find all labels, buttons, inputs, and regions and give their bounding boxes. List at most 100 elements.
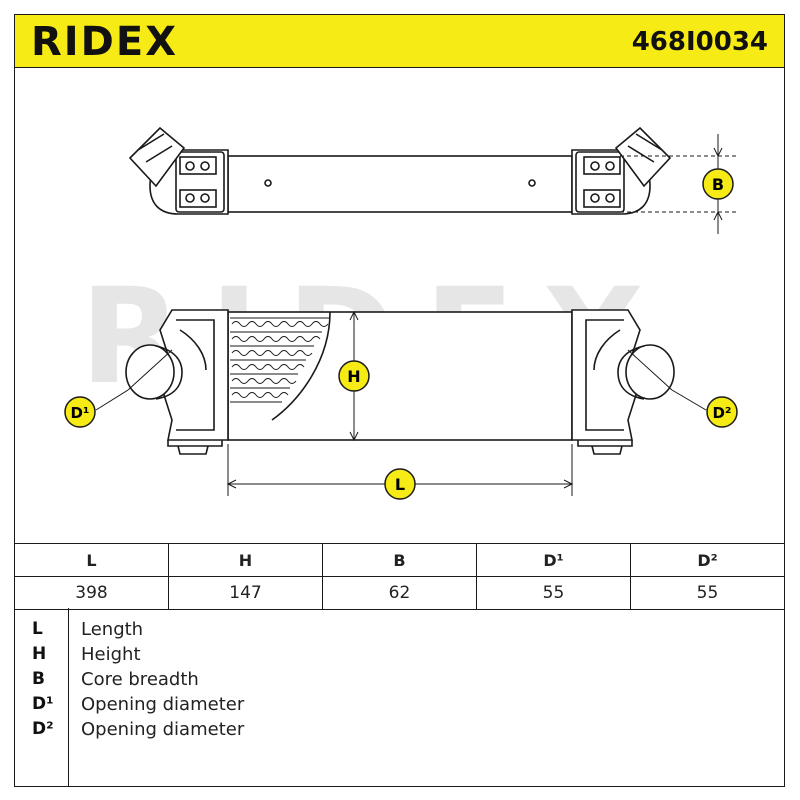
badge-h-label: H <box>347 367 360 386</box>
dimension-d1 <box>95 349 173 411</box>
front-right-tank-curve <box>593 329 621 371</box>
legend-item: B Core breadth <box>14 667 785 692</box>
table-row: 398 147 62 55 55 <box>14 576 785 610</box>
legend-key: L <box>32 619 43 639</box>
table-cell: 398 <box>14 576 169 610</box>
fin-wave-6 <box>231 392 289 398</box>
fin-wave-5 <box>231 378 297 384</box>
table-header: D² <box>630 543 785 577</box>
top-left-bolt-a <box>185 161 195 171</box>
legend-desc: Opening diameter <box>81 719 245 740</box>
drawing-frame <box>14 67 785 787</box>
legend-item: D¹ Opening diameter <box>14 692 785 717</box>
badge-b-label: B <box>712 175 724 194</box>
fin-wave-1 <box>231 321 329 327</box>
fin-wave-2 <box>231 336 321 342</box>
table-cell: 55 <box>476 576 631 610</box>
top-left-bolt-b <box>200 161 210 171</box>
table-header: H <box>168 543 323 577</box>
top-left-bracket <box>175 151 225 213</box>
fin-wave-3 <box>231 350 313 356</box>
top-right-bracket-slot-a <box>583 156 621 175</box>
top-view <box>128 126 672 215</box>
legend-item: L Length <box>14 617 785 642</box>
top-right-bolt-c <box>590 193 600 203</box>
top-right-pipe-rib <box>635 133 663 151</box>
top-core <box>227 155 573 213</box>
fin-lines <box>230 317 330 403</box>
legend-key: H <box>32 644 47 664</box>
top-left-bolt-d <box>200 193 210 203</box>
legend-desc: Length <box>81 619 144 640</box>
top-left-bracket-slot-a <box>179 156 217 175</box>
front-view <box>125 309 675 455</box>
dim-d1-diagonal <box>127 349 173 391</box>
front-right-pin <box>591 445 623 455</box>
top-left-pipe-rib <box>137 133 165 151</box>
dim-h-arrow-bottom <box>349 431 359 442</box>
table-header: B <box>322 543 477 577</box>
top-right-bracket-slot-b <box>583 189 621 208</box>
dimension-d2 <box>627 349 707 411</box>
badge-d2 <box>706 396 738 428</box>
part-number: 468I0034 <box>631 27 768 57</box>
table-header: D¹ <box>476 543 631 577</box>
table-header: L <box>14 543 169 577</box>
badge-l-label: L <box>395 475 405 494</box>
front-right-tank-inner <box>585 319 624 431</box>
table-cell: 147 <box>168 576 323 610</box>
dim-l-arrow-right <box>563 479 574 489</box>
mount-hole-right <box>528 179 536 187</box>
badge-l <box>384 468 416 500</box>
top-right-pipe-rib-2 <box>627 145 655 163</box>
front-right-outlet-collar <box>617 345 645 400</box>
legend-key: B <box>32 669 45 689</box>
dim-b-arrow-bottom <box>713 210 723 221</box>
brand-logo: RIDEX <box>31 19 179 65</box>
badge-d2-label: D² <box>712 404 731 422</box>
front-right-foot <box>577 440 633 447</box>
legend-divider <box>68 608 69 787</box>
cutaway-edge <box>271 311 331 421</box>
badge-d1-label: D¹ <box>70 404 89 422</box>
legend-desc: Opening diameter <box>81 694 245 715</box>
table-cell: 62 <box>322 576 477 610</box>
front-left-inlet <box>125 344 175 400</box>
dim-l-arrow-left <box>226 479 237 489</box>
dimensions-table: L H B D¹ D² 398 147 62 55 55 <box>14 543 785 610</box>
legend-desc: Core breadth <box>81 669 199 690</box>
dim-b-arrow-top <box>713 147 723 158</box>
front-left-inlet-collar <box>155 345 183 400</box>
top-left-bolt-c <box>185 193 195 203</box>
legend: L Length H Height B Core breadth D¹ Open… <box>14 608 785 787</box>
top-right-pipe <box>614 126 672 188</box>
badge-h <box>338 360 370 392</box>
front-left-foot <box>167 440 223 447</box>
top-right-bolt-d <box>605 193 615 203</box>
front-right-outlet <box>625 344 675 400</box>
intercooler-drawing: RIDEX <box>64 126 738 500</box>
legend-key: D¹ <box>32 694 54 714</box>
top-left-bracket-slot-b <box>179 189 217 208</box>
top-left-pipe <box>128 126 186 188</box>
top-right-bolt-b <box>605 161 615 171</box>
core-fins <box>230 311 331 421</box>
front-left-pin <box>177 445 209 455</box>
table-header-row: L H B D¹ D² <box>14 543 785 577</box>
badge-d1 <box>64 396 96 428</box>
dim-h-arrow-top <box>349 310 359 321</box>
badge-b <box>702 168 734 200</box>
dim-d1-leader <box>95 389 129 411</box>
dim-d2-leader <box>671 389 707 411</box>
top-right-bolt-a <box>590 161 600 171</box>
front-left-tank-inner <box>176 319 215 431</box>
legend-item: H Height <box>14 642 785 667</box>
table-cell: 55 <box>630 576 785 610</box>
front-left-tank-curve <box>179 329 207 371</box>
mount-hole-left <box>264 179 272 187</box>
header-bar: RIDEX 468I0034 <box>14 14 785 68</box>
top-right-bracket <box>575 151 625 213</box>
top-left-pipe-rib-2 <box>145 145 173 163</box>
legend-desc: Height <box>81 644 141 665</box>
front-core <box>227 311 573 441</box>
